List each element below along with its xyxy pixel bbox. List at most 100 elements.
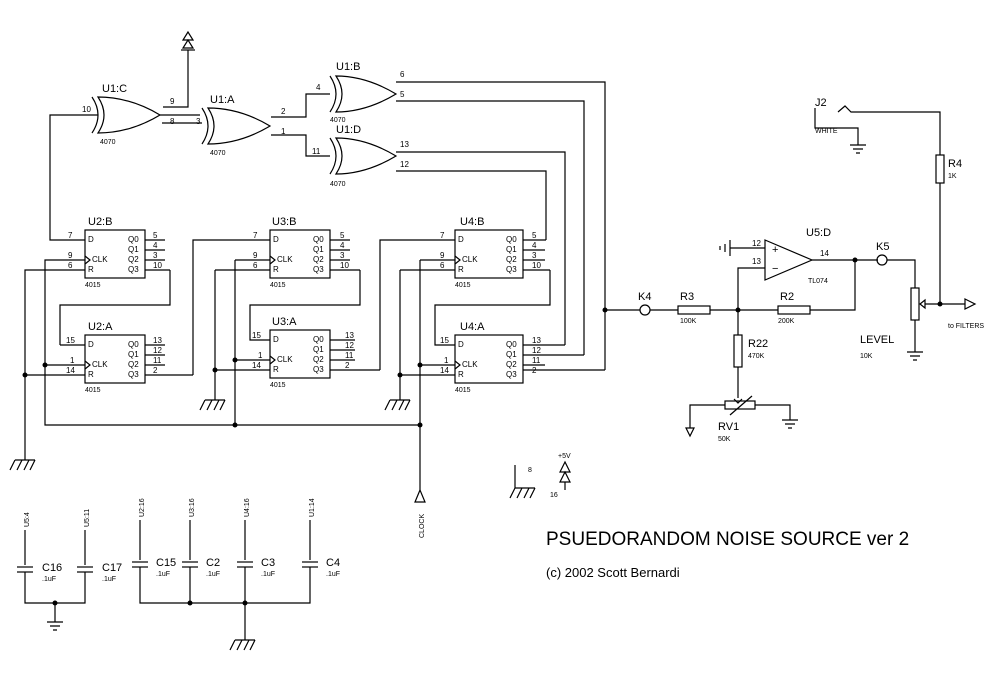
u1a-ref: U1:A xyxy=(210,94,235,106)
sr-u3a: D CLK R Q0 Q1 Q2 Q3 U3:A 4015 15 1 14 13… xyxy=(215,270,380,389)
svg-text:R: R xyxy=(88,265,94,274)
svg-text:4015: 4015 xyxy=(85,387,101,394)
svg-text:RV1: RV1 xyxy=(718,421,739,433)
resistor-r22 xyxy=(733,334,743,368)
svg-text:.1uF: .1uF xyxy=(206,571,220,578)
svg-text:Q2: Q2 xyxy=(128,360,139,369)
svg-text:Q2: Q2 xyxy=(313,255,324,264)
resistor-r2 xyxy=(777,305,811,315)
svg-text:U4:B: U4:B xyxy=(460,216,484,228)
svg-text:Q0: Q0 xyxy=(128,340,139,349)
svg-text:CLK: CLK xyxy=(277,355,293,364)
u1d-ref: U1:D xyxy=(336,124,361,136)
svg-text:Q3: Q3 xyxy=(128,265,139,274)
svg-text:1: 1 xyxy=(444,356,449,365)
svg-text:7: 7 xyxy=(68,231,73,240)
svg-text:3: 3 xyxy=(532,251,537,260)
svg-text:+: + xyxy=(772,244,778,256)
svg-text:C15: C15 xyxy=(156,557,176,569)
svg-text:11: 11 xyxy=(532,356,541,365)
sr-u2b: D CLK R Q0 Q1 Q2 Q3 U2:B 4015 7 9 6 5 4 … xyxy=(60,216,170,289)
svg-text:D: D xyxy=(88,340,94,349)
clock-label: CLOCK xyxy=(419,514,426,538)
u1b-ref: U1:B xyxy=(336,61,360,73)
svg-text:Q0: Q0 xyxy=(506,340,517,349)
svg-text:D: D xyxy=(458,235,464,244)
svg-text:WHITE: WHITE xyxy=(815,128,838,135)
svg-text:U5:11: U5:11 xyxy=(84,509,91,527)
u1a-part: 4070 xyxy=(210,150,226,157)
svg-text:C16: C16 xyxy=(42,562,62,574)
svg-text:D: D xyxy=(88,235,94,244)
svg-text:5: 5 xyxy=(532,231,537,240)
svg-text:1: 1 xyxy=(281,127,286,136)
svg-text:4015: 4015 xyxy=(455,387,471,394)
svg-text:12: 12 xyxy=(532,346,541,355)
svg-text:7: 7 xyxy=(253,231,258,240)
svg-text:Q3: Q3 xyxy=(313,265,324,274)
svg-text:6: 6 xyxy=(400,70,405,79)
svg-text:12: 12 xyxy=(400,160,409,169)
svg-text:16: 16 xyxy=(550,492,558,499)
svg-text:12: 12 xyxy=(345,341,354,350)
svg-text:U5:D: U5:D xyxy=(806,227,831,239)
svg-text:10: 10 xyxy=(340,261,349,270)
svg-text:.1uF: .1uF xyxy=(261,571,275,578)
svg-text:U3:A: U3:A xyxy=(272,316,297,328)
resistor-r3 xyxy=(677,305,711,315)
svg-text:U1:14: U1:14 xyxy=(309,498,316,517)
svg-text:4015: 4015 xyxy=(455,282,471,289)
svg-text:Q0: Q0 xyxy=(506,235,517,244)
svg-text:R: R xyxy=(273,265,279,274)
svg-text:Q2: Q2 xyxy=(506,255,517,264)
svg-text:11: 11 xyxy=(345,351,354,360)
svg-text:.1uF: .1uF xyxy=(156,571,170,578)
page-title: PSUEDORANDOM NOISE SOURCE ver 2 xyxy=(546,529,909,550)
u1c-ref: U1:C xyxy=(102,83,127,95)
resistor-r4 xyxy=(935,154,945,184)
svg-text:to FILTERS: to FILTERS xyxy=(948,323,984,330)
svg-text:8: 8 xyxy=(528,467,532,474)
svg-text:4015: 4015 xyxy=(270,382,286,389)
svg-text:U5:4: U5:4 xyxy=(24,512,31,527)
power-note: 8 +5V 16 xyxy=(528,453,571,499)
svg-text:Q2: Q2 xyxy=(506,360,517,369)
svg-text:Q1: Q1 xyxy=(506,350,517,359)
svg-text:U4:A: U4:A xyxy=(460,321,485,333)
svg-text:Q3: Q3 xyxy=(313,365,324,374)
svg-text:Q0: Q0 xyxy=(313,335,324,344)
xor-wiring xyxy=(49,30,606,370)
svg-text:CLK: CLK xyxy=(92,255,108,264)
svg-text:Q1: Q1 xyxy=(128,350,139,359)
svg-text:D: D xyxy=(458,340,464,349)
sr-u4b: D CLK R Q0 Q1 Q2 Q3 U4:B 4015 7 9 6 5 4 … xyxy=(379,216,550,370)
xor-gate-u1d: U1:D 4070 11 13 12 xyxy=(312,124,409,188)
svg-text:12: 12 xyxy=(752,239,761,248)
svg-text:5: 5 xyxy=(153,231,158,240)
svg-text:D: D xyxy=(273,235,279,244)
register-wiring: CLOCK xyxy=(22,259,608,538)
svg-text:1: 1 xyxy=(70,356,75,365)
svg-text:CLK: CLK xyxy=(462,255,478,264)
svg-text:13: 13 xyxy=(153,336,162,345)
node-k4 xyxy=(639,304,651,316)
sr-u3b: D CLK R Q0 Q1 Q2 Q3 U3:B 4015 7 9 6 5 4 … xyxy=(192,216,360,375)
svg-text:1: 1 xyxy=(258,351,263,360)
svg-text:.1uF: .1uF xyxy=(102,576,116,583)
svg-text:11: 11 xyxy=(312,147,321,156)
svg-text:11: 11 xyxy=(153,356,162,365)
svg-text:6: 6 xyxy=(68,261,73,270)
svg-text:D: D xyxy=(273,335,279,344)
copyright: (c) 2002 Scott Bernardi xyxy=(546,565,680,580)
svg-text:2: 2 xyxy=(153,366,158,375)
svg-text:4015: 4015 xyxy=(270,282,286,289)
svg-text:100K: 100K xyxy=(680,318,697,325)
pot-level xyxy=(910,287,920,321)
svg-text:Q1: Q1 xyxy=(128,245,139,254)
svg-text:12: 12 xyxy=(153,346,162,355)
svg-text:Q1: Q1 xyxy=(313,345,324,354)
svg-text:R: R xyxy=(88,370,94,379)
svg-text:Q0: Q0 xyxy=(128,235,139,244)
svg-text:4: 4 xyxy=(532,241,537,250)
svg-text:15: 15 xyxy=(440,336,449,345)
